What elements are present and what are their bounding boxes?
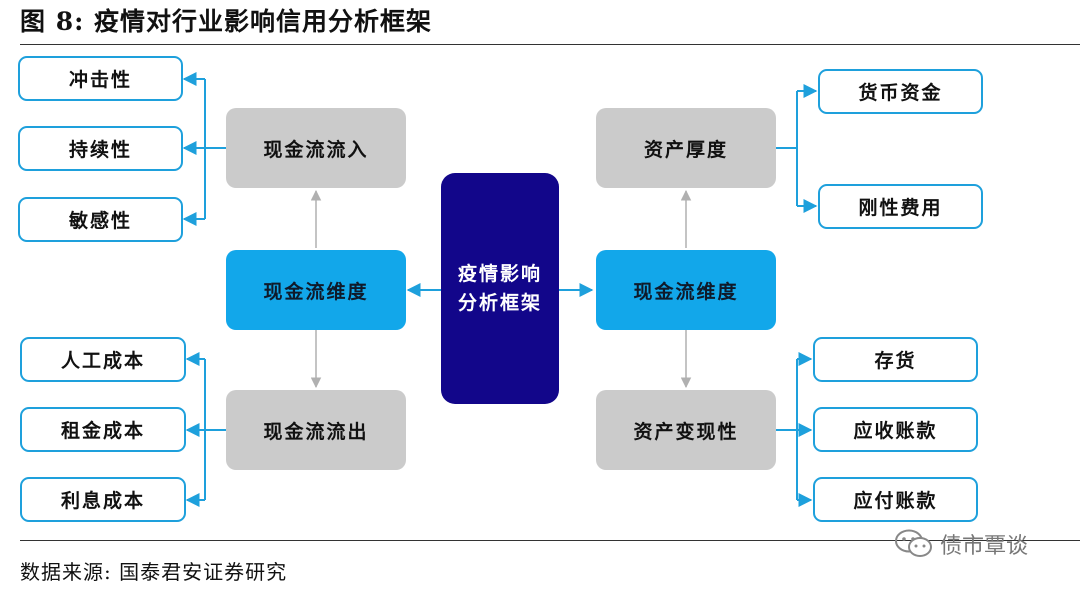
leaf-rent-cost: 租金成本 (20, 407, 186, 452)
center-line-2: 分析框架 (457, 291, 542, 314)
leaf-impact: 冲击性 (18, 56, 183, 101)
center-line-1: 疫情影响 (457, 262, 542, 285)
leaf-accounts-payable: 应付账款 (813, 477, 978, 522)
figure-title: 图 8: 疫情对行业影响信用分析框架 (20, 7, 433, 36)
leaf-inventory: 存货 (813, 337, 978, 382)
cashflow-inflow-box: 现金流流入 (226, 108, 406, 188)
leaf-persistence: 持续性 (18, 126, 183, 171)
cashflow-outflow-box: 现金流流出 (226, 390, 406, 470)
leaf-accounts-receivable: 应收账款 (813, 407, 978, 452)
left-cashflow-dimension-box: 现金流维度 (226, 250, 406, 330)
asset-liquidity-box: 资产变现性 (596, 390, 776, 470)
leaf-sensitivity: 敏感性 (18, 197, 183, 242)
center-framework-box: 疫情影响 分析框架 (441, 173, 559, 404)
footer-rule (20, 540, 1080, 541)
right-cashflow-dimension-box: 现金流维度 (596, 250, 776, 330)
leaf-rigid-expenses: 刚性费用 (818, 184, 983, 229)
wechat-icon (895, 529, 932, 557)
asset-thickness-box: 资产厚度 (596, 108, 776, 188)
watermark-text: 债市覃谈 (940, 534, 1029, 559)
watermark: 债市覃谈 (894, 528, 1028, 560)
leaf-monetary-funds: 货币资金 (818, 69, 983, 114)
leaf-labor-cost: 人工成本 (20, 337, 186, 382)
title-rule (20, 44, 1080, 45)
leaf-interest-cost: 利息成本 (20, 477, 186, 522)
source-note: 数据来源: 国泰君安证券研究 (20, 560, 288, 584)
